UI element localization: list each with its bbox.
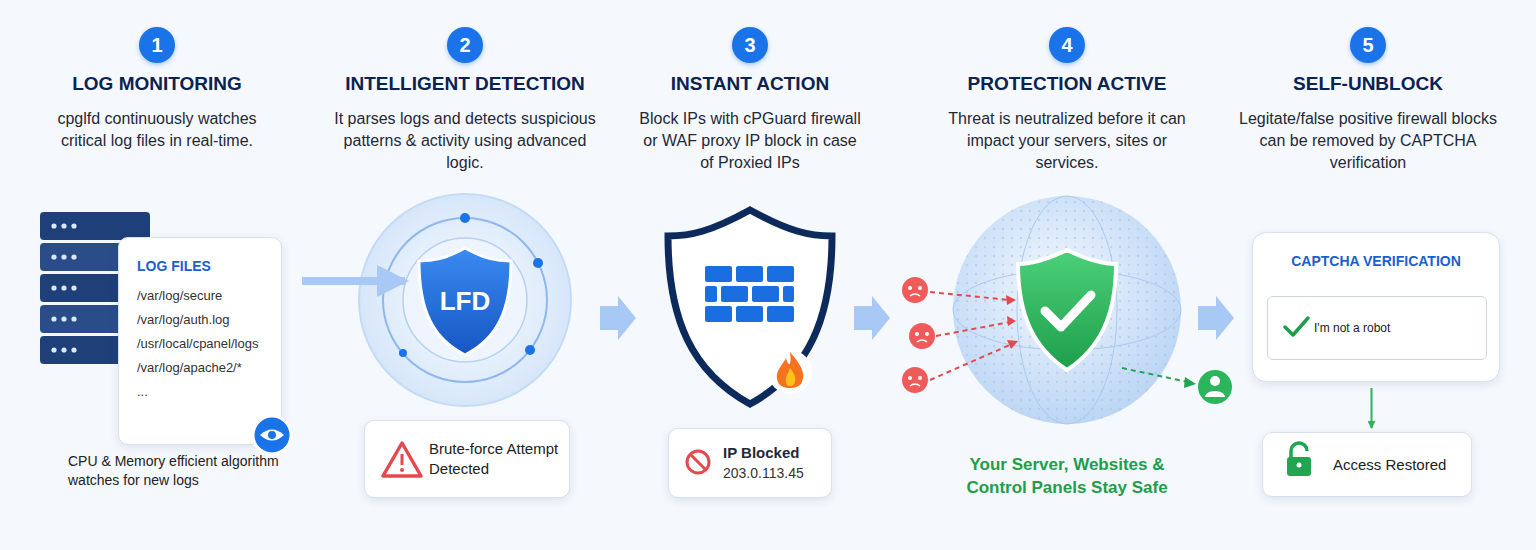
server-led <box>51 254 56 259</box>
node-text: IP Blocked <box>723 443 821 463</box>
server-led <box>61 223 66 228</box>
step-text: Block IPs with cPGuard firewall or WAF p… <box>635 108 865 174</box>
firewall-shield <box>668 210 832 404</box>
step-text: Threat is neutralized before it can impa… <box>947 108 1187 174</box>
server-led <box>71 254 76 259</box>
server-led <box>51 316 56 321</box>
step-number: 5 <box>1350 27 1386 63</box>
protected-globe <box>902 196 1232 424</box>
node-text: /var/log/apache2/* <box>137 356 267 380</box>
alert-box: Brute-force Attempt Detected <box>364 420 570 498</box>
server-led <box>71 316 76 321</box>
step-number: 3 <box>732 27 768 63</box>
node-text: /var/log/secure <box>137 284 267 308</box>
node-text: LFD <box>440 286 491 317</box>
server-led <box>71 285 76 290</box>
step-heading: LOG MONITORING <box>27 73 287 95</box>
step-number: 4 <box>1049 27 1085 63</box>
server-led <box>61 254 66 259</box>
node-text: 5 <box>1362 34 1373 57</box>
step-text: Your Server, Websites & Control Panels S… <box>947 453 1187 499</box>
server-led <box>61 285 66 290</box>
server-led <box>51 223 56 228</box>
node-text: /var/log/auth.log <box>137 308 267 332</box>
node-text: 1 <box>151 34 162 57</box>
flow-arrow <box>302 277 405 285</box>
status-box: Access Restored <box>1262 432 1472 497</box>
step-heading: PROTECTION ACTIVE <box>927 73 1207 95</box>
server-unit <box>40 212 150 240</box>
node-text: /usr/local/cpanel/logs <box>137 332 267 356</box>
captcha-checkbox: I'm not a robot <box>1267 296 1487 360</box>
node-text: I'm not a robot <box>1314 321 1390 335</box>
node-text: Access Restored <box>1333 455 1461 475</box>
step-text: Legitate/false positive firewall blocks … <box>1233 108 1503 174</box>
node-text: 3 <box>744 34 755 57</box>
server-led <box>71 347 76 352</box>
blocked-box: IP Blocked203.0.113.45 <box>668 428 832 498</box>
lfd-shield: LFD <box>415 245 515 357</box>
node-text: Brute-force Attempt Detected <box>429 439 559 479</box>
node-text: ... <box>137 380 267 404</box>
server-led <box>51 285 56 290</box>
node-text: CAPTCHA VERIFICATION <box>1253 253 1499 269</box>
step-number: 1 <box>139 27 175 63</box>
server-led <box>61 347 66 352</box>
step-text: It parses logs and detects suspicious pa… <box>333 108 598 174</box>
step-heading: INTELLIGENT DETECTION <box>315 73 615 95</box>
step-heading: INSTANT ACTION <box>620 73 880 95</box>
captcha-panel: CAPTCHA VERIFICATION I'm not a robot <box>1252 232 1500 382</box>
detection-rings <box>359 194 571 406</box>
server-led <box>71 223 76 228</box>
node-text: 203.0.113.45 <box>723 463 821 483</box>
node-text: 2 <box>459 34 470 57</box>
step-number: 2 <box>447 27 483 63</box>
step-heading: SELF-UNBLOCK <box>1238 73 1498 95</box>
server-led <box>51 347 56 352</box>
node-text: 4 <box>1061 34 1072 57</box>
step-text: CPU & Memory efficient algorithm watches… <box>68 452 303 490</box>
node-text: LOG FILES <box>137 254 267 278</box>
log-files-panel: LOG FILES/var/log/secure/var/log/auth.lo… <box>118 237 282 445</box>
step-text: cpglfd continuously watches critical log… <box>50 108 265 152</box>
server-led <box>61 316 66 321</box>
flow-arrow <box>1371 388 1373 428</box>
